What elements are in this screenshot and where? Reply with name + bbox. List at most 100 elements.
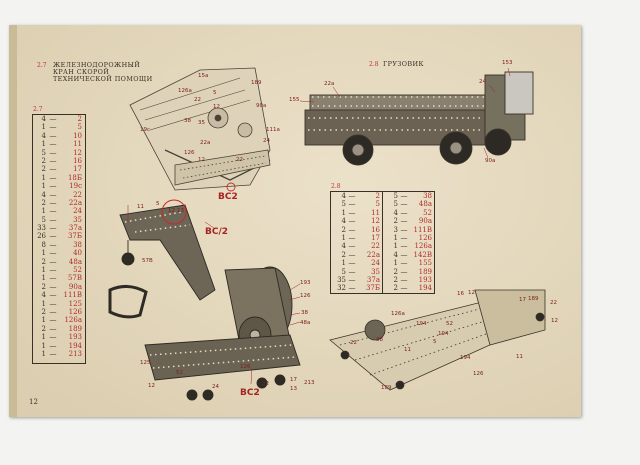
truck-parts-quantity: 4 <box>341 242 346 251</box>
truck-parts-part-number: 22а <box>366 250 380 259</box>
crane-parts-quantity: 1 <box>41 349 46 358</box>
truck-parts-quantity: 5 <box>341 267 346 276</box>
callout-crane-5: 5 <box>156 201 160 207</box>
callout-chassis-17: 194 <box>438 331 449 337</box>
callout-chassis-2: 12 <box>468 290 475 296</box>
crane-parts-dash: — <box>49 115 57 123</box>
crane-parts-row: 1—18Б <box>33 174 85 182</box>
callout-crane-12b: 12 <box>148 383 155 389</box>
callout-truck-90a: 90а <box>485 158 496 164</box>
callout-crane-top-10: 24 <box>263 138 270 144</box>
page-number: 12 <box>29 398 38 406</box>
callout-crane-top-16: 35 <box>198 120 205 126</box>
truck-parts-dash: — <box>348 208 356 217</box>
truck-parts-dash: — <box>400 242 408 251</box>
truck-parts-row: 1—155 <box>385 259 432 267</box>
crane-parts-row: 26—37Б <box>33 232 85 240</box>
crane-parts-part-number: 17 <box>73 165 82 174</box>
truck-parts-quantity: 4 <box>341 192 346 200</box>
truck-parts-dash: — <box>348 250 356 259</box>
truck-parts-quantity: 2 <box>393 217 398 226</box>
truck-parts-dash: — <box>348 267 356 276</box>
truck-parts-dash: — <box>400 259 408 268</box>
truck-parts-quantity: 2 <box>393 275 398 284</box>
truck-parts-row: 4—12 <box>333 217 380 225</box>
crane-parts-dash: — <box>49 182 57 191</box>
callout-truck-24: 24 <box>479 79 486 85</box>
crane-parts-row: 1—194 <box>33 342 85 350</box>
callout-chassis-16: 38 <box>376 337 383 343</box>
crane-parts-part-number: 24 <box>73 207 82 216</box>
crane-parts-row: 8—38 <box>33 241 85 249</box>
truck-parts-part-number: 22 <box>371 242 380 251</box>
crane-parts-part-number: 52 <box>73 266 82 275</box>
callout-crane-top-7: 38 <box>184 118 191 124</box>
truck-parts-dash: — <box>348 233 356 242</box>
callout-crane-top-2: 189 <box>251 80 262 86</box>
crane-parts-quantity: 1 <box>41 249 46 258</box>
truck-parts-part-number: 193 <box>418 275 432 284</box>
truck-parts-quantity: 1 <box>393 233 398 242</box>
crane-parts-part-number: 22 <box>73 190 82 199</box>
crane-parts-dash: — <box>49 240 57 249</box>
crane-parts-row: 1—126а <box>33 316 85 324</box>
truck-parts-row: 1—11 <box>333 209 380 217</box>
crane-parts-row: 2—48а <box>33 258 85 266</box>
truck-parts-part-number: 189 <box>418 267 432 276</box>
crane-parts-dash: — <box>49 316 57 325</box>
truck-parts-row: 4—2 <box>333 192 380 200</box>
truck-parts-part-number: 194 <box>418 284 432 293</box>
crane-parts-quantity: 4 <box>41 291 46 300</box>
callout-crane-top-9: 111а <box>266 127 280 133</box>
crane-parts-row: 1—57В <box>33 274 85 282</box>
truck-parts-row: 2—189 <box>385 268 432 276</box>
crane-parts-part-number: 194 <box>68 341 82 350</box>
truck-parts-quantity: 35 <box>337 275 346 284</box>
crane-parts-part-number: 12 <box>73 148 82 157</box>
crane-parts-quantity: 1 <box>41 316 46 325</box>
callout-chassis-8: 194 <box>416 321 427 327</box>
crane-parts-quantity: 2 <box>41 156 46 165</box>
truck-parts-dash: — <box>400 275 408 284</box>
crane-parts-row: 1—5 <box>33 123 85 131</box>
truck-illustration <box>304 71 534 166</box>
crane-parts-dash: — <box>49 274 57 283</box>
crane-parts-row: 4—2 <box>33 115 85 123</box>
callout-crane-top-13: 126 <box>184 150 195 156</box>
truck-parts-dash: — <box>348 200 356 209</box>
crane-parts-part-number: 2 <box>77 115 82 123</box>
callout-crane-top-1: 15а <box>198 73 209 79</box>
truck-parts-part-number: 24 <box>371 259 380 268</box>
crane-parts-row: 1—125 <box>33 300 85 308</box>
crane-parts-quantity: 26 <box>37 232 46 241</box>
crane-parts-quantity: 1 <box>41 140 46 149</box>
callout-crane-126: 126 <box>300 293 311 299</box>
truck-parts-quantity: 5 <box>393 200 398 209</box>
crane-parts-quantity: 8 <box>41 240 46 249</box>
crane-parts-part-number: 11 <box>73 140 82 149</box>
callout-crane-top-6: 12 <box>213 104 220 110</box>
callout-crane-22: 22 <box>262 381 269 387</box>
truck-parts-row: 2— 193 <box>385 276 432 284</box>
truck-parts-part-number: 155 <box>418 259 432 268</box>
crane-parts-dash: — <box>49 291 57 300</box>
callout-crane-24: 24 <box>212 384 219 390</box>
crane-parts-row: 1—52 <box>33 266 85 274</box>
crane-parts-dash: — <box>49 333 57 342</box>
crane-parts-row: 5—12 <box>33 149 85 157</box>
chassis-illustration <box>329 289 547 391</box>
callout-chassis-10: 5 <box>433 339 437 345</box>
crane-parts-part-number: 193 <box>68 333 82 342</box>
crane-parts-part-number: 5 <box>77 123 82 132</box>
callout-crane-38: 38 <box>301 310 308 316</box>
callout-chassis-15: 189 <box>381 385 392 391</box>
crane-parts-dash: — <box>49 198 57 207</box>
crane-parts-quantity: 1 <box>41 341 46 350</box>
crane-parts-part-number: 125 <box>68 299 82 308</box>
section-title-crane: ЖЕЛЕЗНОДОРОЖНЫЙ КРАН СКОРОЙ ТЕХНИЧЕСКОЙ … <box>53 61 153 84</box>
crane-parts-dash: — <box>49 257 57 266</box>
crane-parts-quantity: 2 <box>41 307 46 316</box>
